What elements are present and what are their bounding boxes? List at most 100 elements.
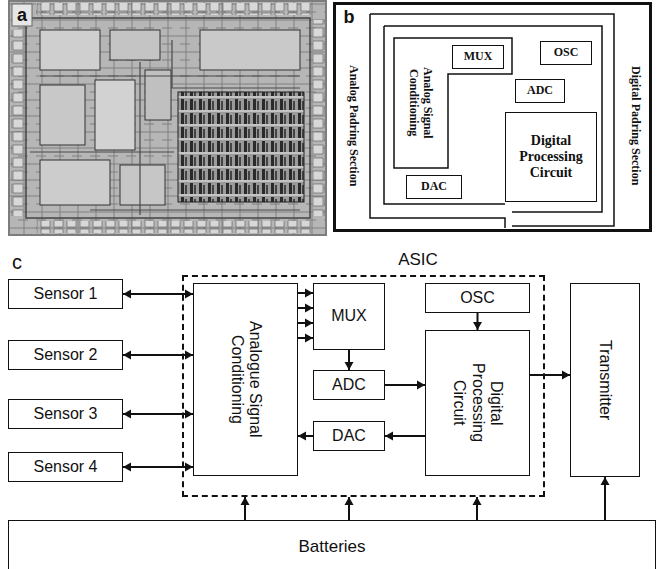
padring-label: Analog Padring Section: [346, 65, 360, 186]
floorplan-block: OSC: [540, 41, 592, 65]
transmitter-box: Transmitter: [570, 283, 640, 477]
arrowhead: [305, 334, 313, 343]
arrowhead: [185, 289, 193, 298]
arrowhead: [185, 350, 193, 359]
process-box: DAC: [313, 421, 385, 451]
floorplan-block: MUX: [452, 45, 504, 69]
connector: [298, 319, 313, 328]
box-text: OSC: [460, 289, 495, 307]
label-box: a: [12, 4, 32, 26]
box-text: Digital Processing Circuit: [450, 356, 505, 451]
digital-array: [178, 92, 304, 202]
arrowhead: [562, 371, 570, 380]
connector: [473, 313, 482, 330]
analog-block: [40, 30, 100, 70]
die-core: [10, 2, 325, 234]
analog-block: [40, 160, 110, 205]
label-box: b: [338, 6, 360, 28]
box-text: Analog Signal Conditioning: [406, 48, 434, 158]
asic-boundary: ASICAnalogue Signal ConditioningMUXOSCAD…: [182, 275, 545, 497]
box-text: Digital Processing Circuit: [510, 133, 592, 181]
connector: [385, 381, 425, 390]
arrowhead: [385, 432, 393, 441]
connector: [298, 289, 313, 298]
arrowhead: [123, 350, 131, 359]
analog-block: [40, 85, 85, 145]
process-box: ADC: [313, 370, 385, 400]
pad-column: [11, 30, 23, 216]
process-box: Analogue Signal Conditioning: [193, 283, 298, 476]
arrowhead: [473, 497, 482, 505]
arrowhead: [601, 477, 610, 485]
connector: [241, 497, 250, 520]
box-text: Batteries: [298, 537, 365, 557]
analog-block: [145, 70, 171, 120]
box-text: MUX: [331, 307, 367, 325]
arrowhead: [305, 289, 313, 298]
connector: [345, 350, 354, 370]
label-box: Analog Padring Section: [340, 28, 366, 223]
floorplan-block: DAC: [406, 175, 462, 199]
process-box: OSC: [425, 283, 530, 313]
box-text: ADC: [332, 376, 366, 394]
arrowhead: [123, 289, 131, 298]
analog-block: [120, 165, 165, 205]
arrowhead: [417, 381, 425, 390]
panel-tag: b: [344, 7, 355, 28]
arrowhead: [185, 462, 193, 471]
process-box: Digital Processing Circuit: [425, 330, 530, 476]
heading-holder: ASIC: [368, 250, 468, 270]
connector: [298, 432, 313, 441]
box-heading: ASIC: [368, 250, 468, 270]
box-text: Sensor 3: [33, 405, 97, 423]
routing-wires: [30, 40, 300, 215]
die-ground: [8, 0, 327, 236]
connector: [298, 304, 313, 313]
arrowhead: [345, 497, 354, 505]
pad-row: [36, 3, 312, 15]
analog-block: [95, 80, 135, 150]
pad-column: [313, 20, 325, 216]
floorplan-block: ADC: [515, 79, 565, 103]
pad-row: [36, 221, 312, 233]
sensor-box: Sensor 3: [8, 399, 123, 428]
arrowhead: [123, 409, 131, 418]
floorplan-block: Digital Processing Circuit: [505, 112, 597, 202]
analog-region-outline: [394, 38, 512, 168]
label-box: c: [6, 250, 28, 274]
arrowhead: [473, 322, 482, 330]
box-text: Sensor 1: [33, 285, 97, 303]
sensor-box: Sensor 2: [8, 340, 123, 369]
box-text: DAC: [332, 427, 366, 445]
arrowhead: [241, 497, 250, 505]
panel-frame: [335, 4, 651, 231]
padring-label: Digital Padring Section: [628, 66, 642, 185]
connector: [298, 334, 313, 343]
label-box: Digital Padring Section: [622, 28, 648, 223]
connector: [473, 497, 482, 520]
arrowhead: [305, 304, 313, 313]
process-box: MUX: [313, 283, 385, 350]
box-text: Sensor 4: [33, 458, 97, 476]
box-text: DAC: [421, 180, 447, 194]
battery-box: Batteries: [8, 520, 656, 569]
sensor-box: Sensor 1: [8, 279, 123, 308]
analog-block: [110, 30, 160, 60]
digital-padring: [370, 14, 614, 226]
connector: [530, 371, 570, 380]
arrowhead: [305, 319, 313, 328]
analog-padring: [370, 14, 505, 228]
arrowhead: [123, 462, 131, 471]
box-text: Transmitter: [596, 340, 614, 420]
connector: [601, 477, 610, 520]
arrowhead: [298, 432, 306, 441]
box-text: Sensor 2: [33, 346, 97, 364]
connector: [385, 432, 425, 441]
floorplan-panel: [335, 4, 651, 231]
floorplan-block: Analog Signal Conditioning: [398, 44, 442, 162]
box-text: Analogue Signal Conditioning: [227, 292, 264, 467]
connector: [345, 497, 354, 520]
box-text: OSC: [554, 46, 579, 60]
box-text: MUX: [464, 50, 493, 64]
panel-tag-ground: [12, 4, 32, 26]
